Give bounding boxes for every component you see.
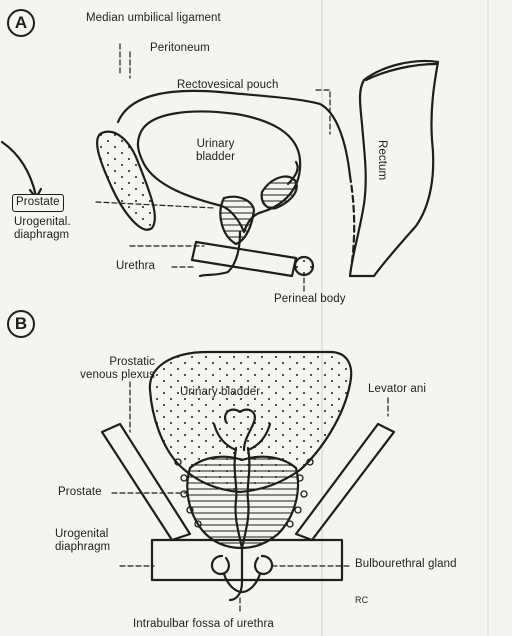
label-urinary-bladder-a-line2: bladder bbox=[196, 151, 235, 164]
perineal-body-shape bbox=[295, 257, 313, 275]
label-bulbourethral-gland: Bulbourethral gland bbox=[355, 559, 457, 571]
label-rectum: Rectum bbox=[376, 140, 388, 180]
pubic-bone bbox=[97, 132, 155, 230]
label-urogenital-a-line1: Urogenital. bbox=[14, 216, 71, 229]
rectovesical-fold bbox=[350, 176, 354, 262]
label-intrabulbar-fossa: Intrabulbar fossa of urethra bbox=[133, 619, 274, 631]
label-prostate-a: Prostate bbox=[12, 194, 64, 212]
label-levator-ani: Levator ani bbox=[368, 384, 426, 396]
label-prostate-b: Prostate bbox=[58, 487, 102, 499]
label-urogenital-b-line1: Urogenital bbox=[55, 528, 110, 541]
label-prostatic-venous-plexus: Prostatic venous plexus bbox=[55, 356, 155, 382]
label-urogenital-diaphragm-b: Urogenital diaphragm bbox=[55, 528, 110, 554]
label-urethra: Urethra bbox=[116, 261, 155, 273]
label-urogenital-a-line2: diaphragm bbox=[14, 229, 71, 242]
panel-b-badge: B bbox=[7, 310, 35, 338]
label-peritoneum: Peritoneum bbox=[150, 43, 210, 55]
urinary-bladder bbox=[138, 111, 300, 232]
label-prostatic-line1: Prostatic bbox=[55, 356, 155, 369]
panel-a-badge: A bbox=[7, 9, 35, 37]
label-urogenital-diaphragm-a: Urogenital. diaphragm bbox=[14, 216, 71, 242]
urogenital-diaphragm-a bbox=[192, 242, 296, 276]
prostate-a bbox=[220, 197, 254, 244]
gland-duct-right bbox=[242, 574, 260, 592]
pointer-arc bbox=[2, 142, 36, 196]
label-urinary-bladder-a: Urinary bladder bbox=[196, 138, 235, 164]
bulbourethral-gland-right bbox=[255, 556, 272, 574]
label-perineal-body: Perineal body bbox=[274, 294, 346, 306]
label-rectovesical-pouch: Rectovesical pouch bbox=[177, 80, 279, 92]
label-initials: RC bbox=[355, 596, 368, 605]
label-urogenital-b-line2: diaphragm bbox=[55, 541, 110, 554]
leader-prostate bbox=[96, 202, 214, 208]
bulbourethral-gland-left bbox=[212, 556, 229, 574]
gland-duct-left bbox=[224, 574, 242, 592]
label-prostatic-line2: venous plexus bbox=[55, 369, 155, 382]
label-median-umbilical-ligament: Median umbilical ligament bbox=[86, 13, 221, 25]
label-urinary-bladder-b: Urinary bladder bbox=[180, 387, 260, 399]
rectum-shape bbox=[350, 61, 438, 276]
leader-rectovesical bbox=[316, 90, 330, 134]
prostate-b bbox=[187, 457, 298, 548]
label-urinary-bladder-a-line1: Urinary bbox=[196, 138, 235, 151]
